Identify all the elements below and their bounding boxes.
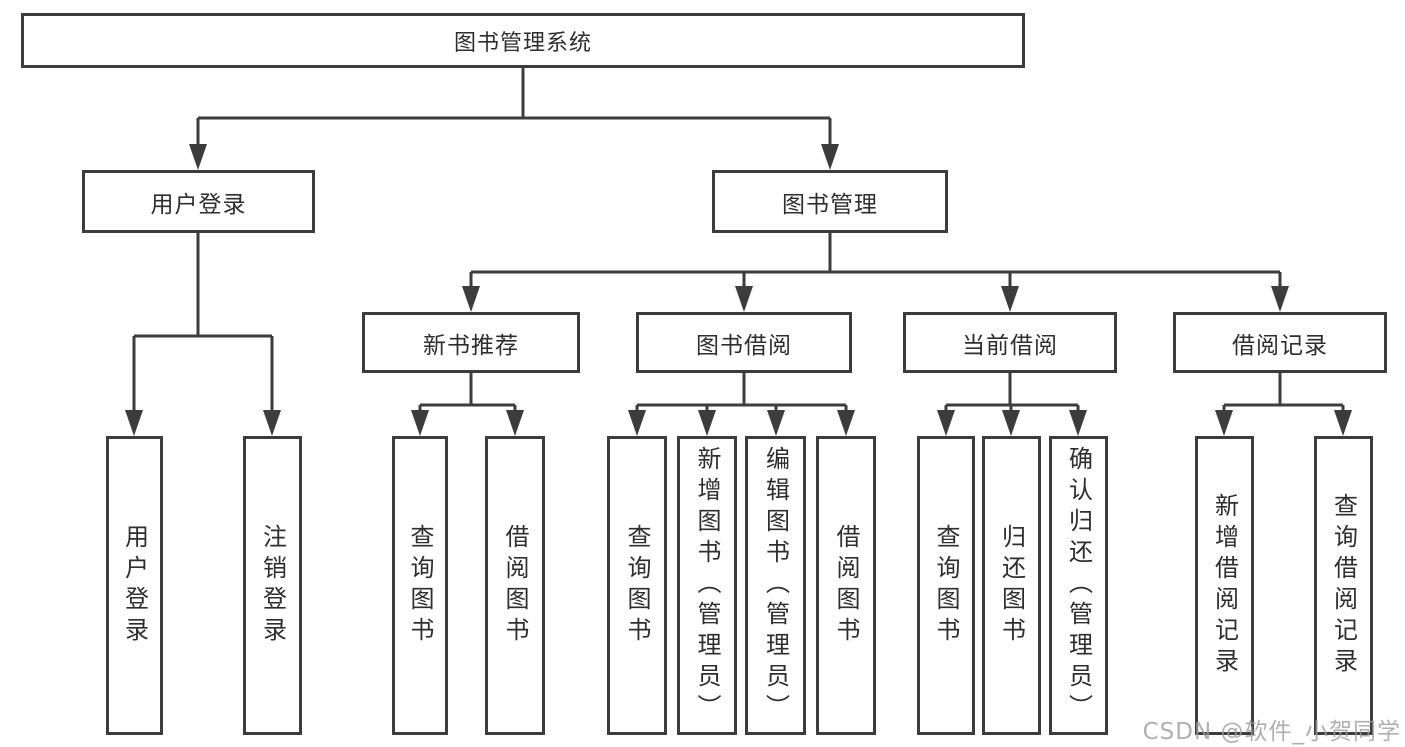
arrowhead-icon: [1069, 410, 1087, 436]
arrowheads: [125, 144, 1352, 436]
arrowhead-icon: [125, 410, 143, 436]
arrowhead-icon: [506, 410, 524, 436]
arrowhead-icon: [1215, 410, 1233, 436]
leaf-borrow-edit-books-admin: 编辑图书（管理员）: [745, 436, 806, 735]
arrowhead-icon: [837, 410, 855, 436]
leaf-user-login: 用户登录: [106, 436, 163, 735]
arrowhead-icon: [628, 410, 646, 436]
node-new-book-recommend: 新书推荐: [362, 312, 580, 373]
arrowhead-icon: [462, 286, 480, 312]
arrowhead-icon: [1001, 286, 1019, 312]
leaf-logout: 注销登录: [243, 436, 302, 735]
arrowhead-icon: [263, 410, 281, 436]
leaf-newrec-borrow-books: 借阅图书: [485, 436, 545, 735]
arrowhead-icon: [1271, 286, 1289, 312]
connector-segments: [132, 68, 1345, 412]
arrowhead-icon: [189, 144, 207, 170]
node-book-management: 图书管理: [712, 170, 948, 233]
leaf-records-add-record: 新增借阅记录: [1195, 436, 1254, 735]
node-borrow-records: 借阅记录: [1173, 312, 1387, 373]
arrowhead-icon: [1334, 410, 1352, 436]
csdn-watermark: CSDN @软件_小贺同学: [1142, 719, 1401, 745]
leaf-current-return-books: 归还图书: [982, 436, 1041, 735]
node-library-system: 图书管理系统: [21, 13, 1025, 68]
arrowhead-icon: [767, 410, 785, 436]
leaf-current-confirm-return-admin: 确认归还（管理员）: [1049, 436, 1108, 735]
arrowhead-icon: [821, 144, 839, 170]
arrowhead-icon: [411, 410, 429, 436]
leaf-borrow-borrow-books: 借阅图书: [816, 436, 876, 735]
node-book-borrow: 图书借阅: [636, 312, 852, 373]
arrowhead-icon: [698, 410, 716, 436]
node-current-borrow: 当前借阅: [903, 312, 1117, 373]
leaf-records-query-record: 查询借阅记录: [1314, 436, 1373, 735]
arrowhead-icon: [937, 410, 955, 436]
leaf-newrec-query-books: 查询图书: [392, 436, 448, 735]
arrowhead-icon: [1002, 410, 1020, 436]
node-user-login: 用户登录: [82, 170, 315, 233]
leaf-current-query-books: 查询图书: [917, 436, 975, 735]
leaf-borrow-query-books: 查询图书: [607, 436, 667, 735]
leaf-borrow-add-books-admin: 新增图书（管理员）: [677, 436, 737, 735]
arrowhead-icon: [735, 286, 753, 312]
